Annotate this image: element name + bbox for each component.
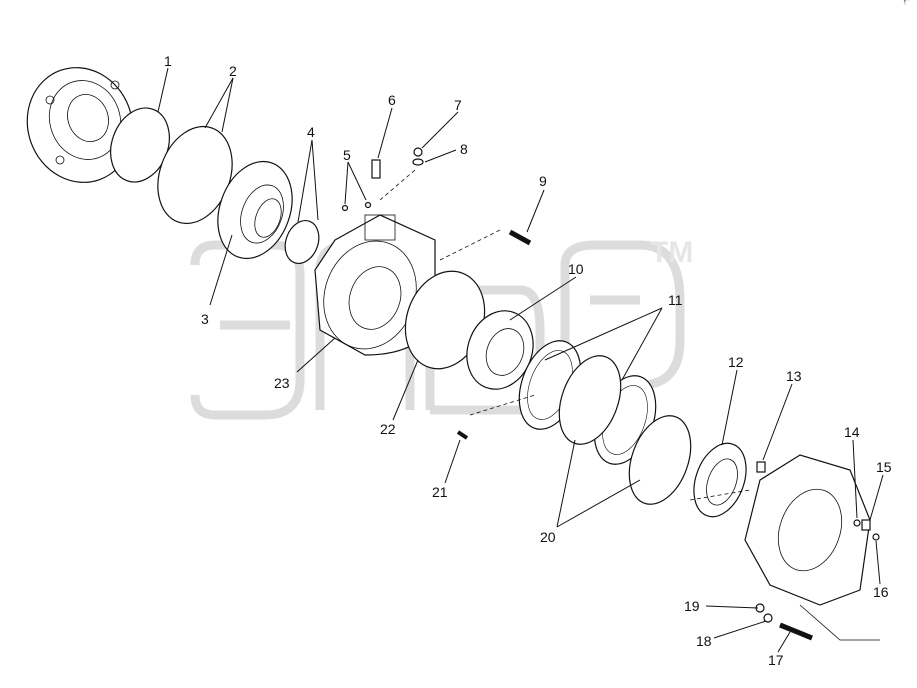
bearing-ring (693, 442, 747, 518)
bleed-fitting (371, 159, 381, 179)
callout-17: 17 (768, 652, 784, 668)
assembly-axis-lines (379, 169, 751, 501)
callout-10: 10 (568, 261, 584, 277)
callout-1: 1 (164, 53, 172, 69)
screw-21 (456, 430, 469, 440)
callout-23: 23 (274, 375, 290, 391)
callout-14: 14 (844, 424, 860, 440)
washer-14 (853, 519, 861, 527)
callout-21: 21 (432, 484, 448, 500)
end-cover (26, 67, 134, 183)
axle-housing (744, 454, 880, 641)
callout-7: 7 (454, 97, 462, 113)
washer-18 (763, 613, 773, 623)
watermark-tm: TM (650, 236, 693, 269)
callout-20: 20 (540, 529, 556, 545)
callout-15: 15 (876, 459, 892, 475)
callout-16: 16 (873, 584, 889, 600)
callout-6: 6 (388, 92, 396, 108)
fitting-13 (756, 461, 766, 473)
plug-7 (413, 147, 423, 157)
callout-9: 9 (539, 173, 547, 189)
callout-11: 11 (668, 292, 683, 308)
leader-lines (157, 67, 884, 653)
callout-13: 13 (786, 368, 802, 384)
screw-5a (341, 204, 349, 212)
callout-19: 19 (684, 598, 700, 614)
separator-plate-b (628, 415, 692, 505)
bolt-9 (508, 229, 532, 246)
callout-3: 3 (201, 311, 209, 327)
callout-4: 4 (307, 124, 315, 140)
callout-18: 18 (696, 633, 712, 649)
callout-numbers: 1 2 3 4 5 6 7 8 9 10 11 12 13 14 15 16 1… (164, 53, 892, 668)
callout-8: 8 (460, 141, 468, 157)
bolt-17 (779, 622, 813, 641)
o-ring-small (284, 220, 320, 264)
piston (217, 160, 293, 260)
screw-5b (364, 201, 372, 209)
callout-5: 5 (343, 147, 351, 163)
callout-22: 22 (380, 421, 396, 437)
cap-16 (872, 533, 880, 541)
callout-12: 12 (728, 354, 744, 370)
corner-mark: ¶ˇ ´ (903, 0, 911, 6)
o-ring-8 (412, 158, 424, 166)
bleeder-15 (861, 519, 871, 531)
callout-2: 2 (229, 63, 237, 79)
